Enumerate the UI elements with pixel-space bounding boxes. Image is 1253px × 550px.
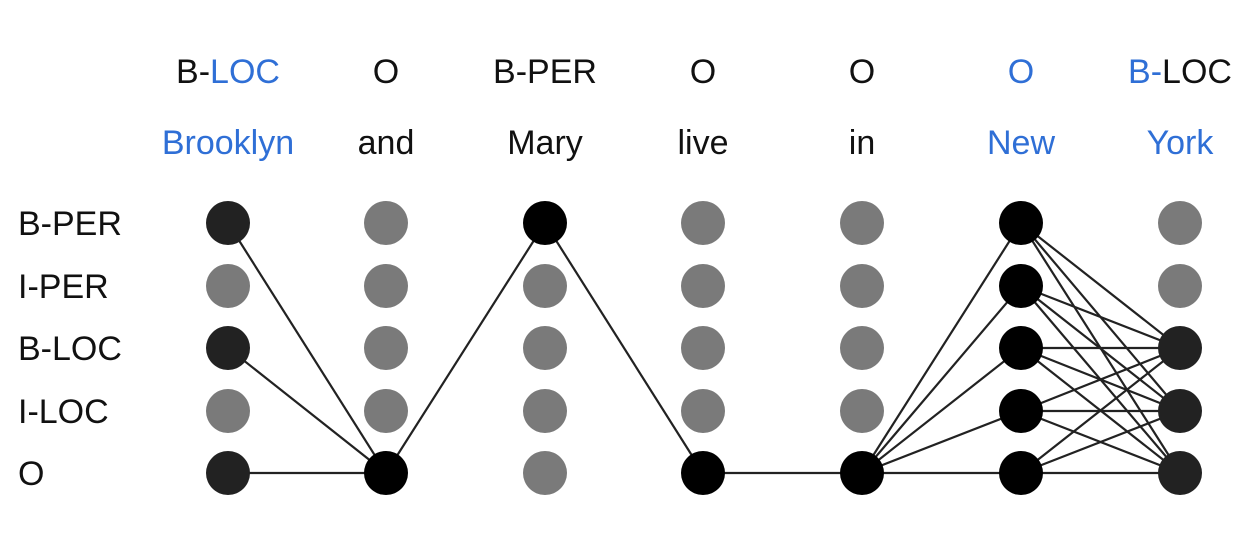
row-label-b-loc: B-LOC: [18, 330, 122, 368]
word-label-mary: Mary: [507, 124, 583, 162]
edge-line: [1020, 284, 1181, 350]
tag-label-part: O: [1008, 53, 1034, 91]
node-york-i-loc: [1158, 389, 1202, 433]
tag-label-part: LOC: [210, 53, 280, 91]
node-mary-i-loc: [523, 389, 567, 433]
edge-line: [1020, 347, 1181, 474]
edge-line: [544, 222, 704, 474]
node-york-i-per: [1158, 264, 1202, 308]
tag-label: O: [1008, 53, 1034, 91]
node-mary-b-loc: [523, 326, 567, 370]
tag-label: B-LOC: [1128, 53, 1232, 91]
node-brooklyn-o: [206, 451, 250, 495]
node-in-i-per: [840, 264, 884, 308]
node-brooklyn-b-per: [206, 201, 250, 245]
node-mary-b-per: [523, 201, 567, 245]
node-brooklyn-i-per: [206, 264, 250, 308]
node-live-i-per: [681, 264, 725, 308]
tag-label: B-PER: [493, 53, 597, 91]
node-york-b-loc: [1158, 326, 1202, 370]
row-label-i-per: I-PER: [18, 268, 109, 306]
tag-label: O: [690, 53, 716, 91]
edge-line: [1020, 409, 1181, 475]
nodes-layer: [206, 201, 1202, 495]
edges-layer: [227, 222, 1181, 475]
node-in-i-loc: [840, 389, 884, 433]
edge-line: [385, 222, 546, 474]
edge-line: [861, 222, 1022, 474]
row-label-b-per: B-PER: [18, 205, 122, 243]
node-new-o: [999, 451, 1043, 495]
node-live-b-per: [681, 201, 725, 245]
edge-line: [1020, 222, 1181, 349]
tag-label-part: B-: [176, 53, 210, 91]
word-label-live: live: [677, 124, 728, 162]
tag-label-part: O: [849, 53, 875, 91]
edge-line: [227, 222, 387, 474]
node-new-i-loc: [999, 389, 1043, 433]
node-live-b-loc: [681, 326, 725, 370]
row-label-o: O: [18, 455, 44, 493]
node-and-o: [364, 451, 408, 495]
node-new-b-per: [999, 201, 1043, 245]
node-mary-o: [523, 451, 567, 495]
node-brooklyn-b-loc: [206, 326, 250, 370]
node-york-o: [1158, 451, 1202, 495]
node-in-o: [840, 451, 884, 495]
edge-line: [1020, 346, 1181, 413]
word-label-new: New: [987, 124, 1055, 162]
node-and-b-loc: [364, 326, 408, 370]
node-in-b-per: [840, 201, 884, 245]
node-in-b-loc: [840, 326, 884, 370]
tag-label-part: B-PER: [493, 53, 597, 91]
word-label-york: York: [1147, 124, 1215, 162]
word-label-brooklyn: Brooklyn: [162, 124, 294, 162]
row-label-i-loc: I-LOC: [18, 393, 109, 431]
labels-layer: B-PERI-PERB-LOCI-LOCOB-LOCBrooklynOandB-…: [18, 53, 1232, 493]
edge-line: [861, 409, 1022, 475]
word-label-in: in: [849, 124, 875, 162]
node-and-b-per: [364, 201, 408, 245]
node-mary-i-per: [523, 264, 567, 308]
node-brooklyn-i-loc: [206, 389, 250, 433]
node-and-i-loc: [364, 389, 408, 433]
edge-line: [861, 347, 1022, 474]
node-and-i-per: [364, 264, 408, 308]
node-york-b-per: [1158, 201, 1202, 245]
node-new-i-per: [999, 264, 1043, 308]
tag-label-part: O: [373, 53, 399, 91]
edge-line: [861, 285, 1022, 474]
node-new-b-loc: [999, 326, 1043, 370]
node-live-i-loc: [681, 389, 725, 433]
tag-label-part: LOC: [1162, 53, 1232, 91]
node-live-o: [681, 451, 725, 495]
tag-label-part: B-: [1128, 53, 1162, 91]
tag-label: O: [849, 53, 875, 91]
edge-line: [227, 347, 387, 474]
word-label-and: and: [358, 124, 415, 162]
tag-label: O: [373, 53, 399, 91]
tag-label: B-LOC: [176, 53, 280, 91]
tag-label-part: O: [690, 53, 716, 91]
